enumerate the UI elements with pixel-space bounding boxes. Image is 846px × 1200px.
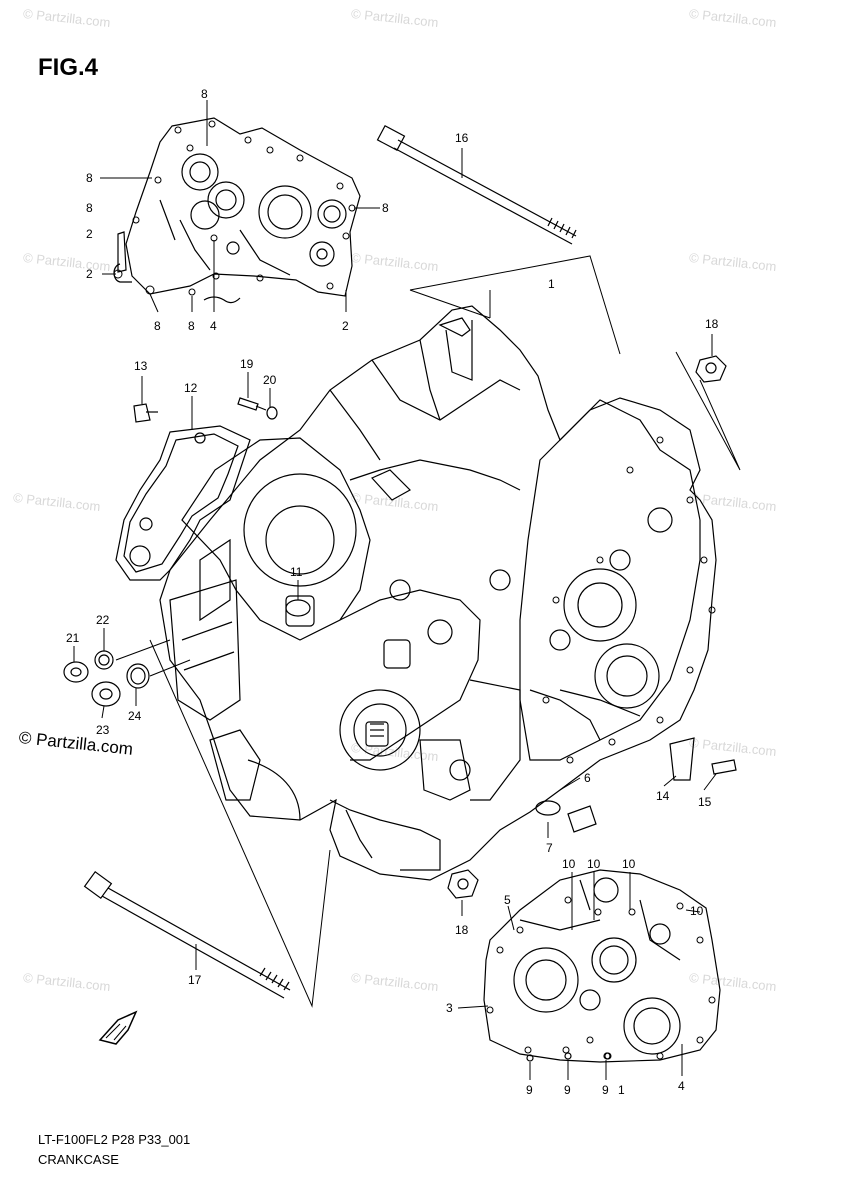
- callout-8: 8: [188, 319, 195, 333]
- right-case-outer-view: [483, 869, 721, 1063]
- callout-13: 13: [134, 359, 148, 373]
- gasket-12: [115, 425, 251, 581]
- callout-18: 18: [455, 923, 469, 937]
- callout-10: 10: [562, 857, 576, 871]
- callout-4: 4: [210, 319, 217, 333]
- callout-5: 5: [504, 893, 511, 907]
- diagram-name: CRANKCASE: [38, 1152, 119, 1167]
- callout-8: 8: [154, 319, 161, 333]
- callout-11: 11: [290, 565, 303, 579]
- callout-19: 19: [240, 357, 254, 371]
- callout-15: 15: [698, 795, 712, 809]
- callout-10: 10: [622, 857, 636, 871]
- small-parts: [63, 355, 737, 1045]
- callout-22: 22: [96, 613, 110, 627]
- long-bolt-16: [376, 124, 577, 245]
- callout-9: 9: [602, 1083, 609, 1097]
- callout-2: 2: [86, 267, 93, 281]
- left-case-inner-view: [113, 117, 361, 304]
- callout-numbers: 8 8 8 2 2 8 8 8 4 2 16 1 18 13 12 19 20 …: [66, 87, 719, 1097]
- callout-8: 8: [86, 201, 93, 215]
- callout-12: 12: [184, 381, 198, 395]
- callout-16: 16: [455, 131, 469, 145]
- callout-6: 6: [584, 771, 591, 785]
- callout-14: 14: [656, 789, 670, 803]
- callout-1: 1: [618, 1083, 625, 1097]
- long-bolt-17: [83, 871, 291, 999]
- callout-10: 10: [587, 857, 601, 871]
- main-crankcase: [159, 305, 717, 881]
- callout-7: 7: [546, 841, 553, 855]
- callout-4: 4: [678, 1079, 685, 1093]
- callout-9: 9: [526, 1083, 533, 1097]
- diagram-code: LT-F100FL2 P28 P33_001: [38, 1132, 191, 1147]
- callout-2: 2: [86, 227, 93, 241]
- callout-9: 9: [564, 1083, 571, 1097]
- figure-title: FIG.4: [38, 54, 99, 81]
- callout-18: 18: [705, 317, 719, 331]
- callout-8: 8: [86, 171, 93, 185]
- callout-17: 17: [188, 973, 202, 987]
- callout-2: 2: [342, 319, 349, 333]
- callout-3: 3: [446, 1001, 453, 1015]
- callout-8: 8: [382, 201, 389, 215]
- callout-24: 24: [128, 709, 142, 723]
- callout-10: 10: [690, 904, 704, 918]
- callout-21: 21: [66, 631, 80, 645]
- callout-20: 20: [263, 373, 277, 387]
- leader-lines: [73, 100, 741, 1080]
- callout-1: 1: [548, 277, 555, 291]
- callout-23: 23: [96, 723, 110, 737]
- callout-8: 8: [201, 87, 208, 101]
